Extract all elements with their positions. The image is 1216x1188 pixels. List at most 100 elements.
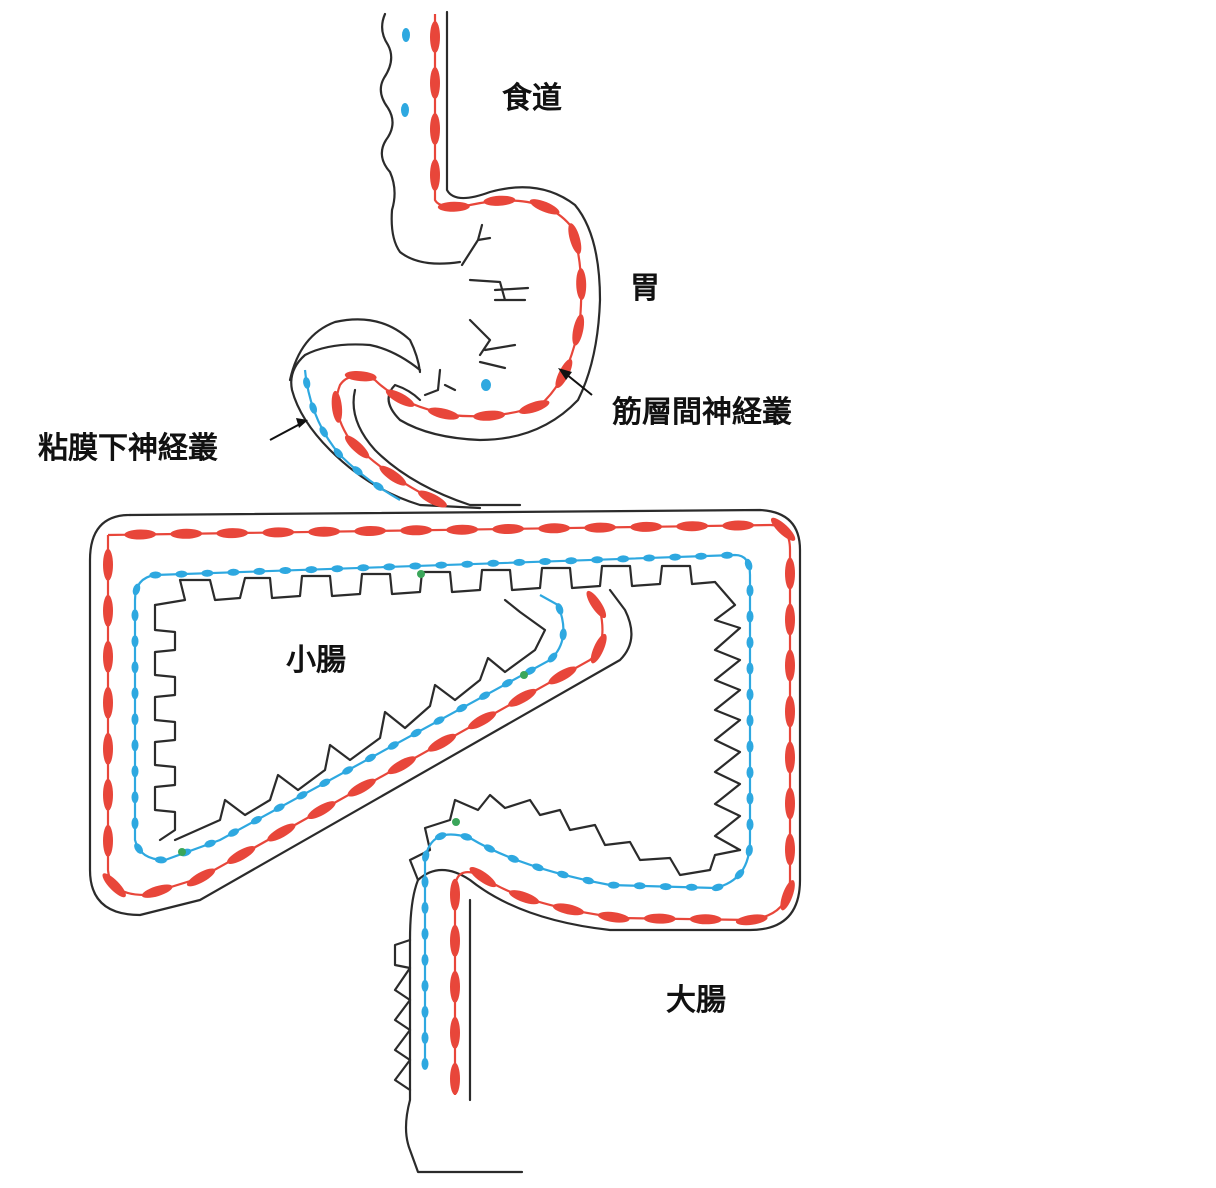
- label-large-intestine: 大腸: [666, 983, 726, 1018]
- myenteric-ganglion-46: [597, 911, 630, 923]
- stomach-cell: [481, 379, 491, 391]
- myenteric-ganglion-57: [103, 640, 113, 673]
- myenteric-ganglion-69: [387, 756, 416, 775]
- myenteric-ganglion-35: [785, 557, 795, 590]
- submucosal-ganglion-31: [746, 610, 754, 623]
- submucosal-ganglion-73: [134, 843, 144, 854]
- myenteric-ganglion-68: [347, 778, 376, 797]
- submucosal-ganglion-6: [149, 571, 162, 579]
- green-cell-4: [452, 818, 460, 826]
- myenteric-ganglion-18: [379, 465, 407, 486]
- myenteric-ganglion-73: [548, 666, 577, 685]
- submucosal-ganglion-34: [746, 688, 754, 701]
- myenteric-ganglion-36: [785, 603, 795, 636]
- myenteric-ganglion-44: [689, 914, 722, 925]
- myenteric-ganglion-58: [103, 686, 113, 719]
- submucosal-ganglion-12: [305, 566, 318, 574]
- myenteric-ganglion-6: [529, 199, 560, 215]
- myenteric-ganglion-62: [102, 873, 126, 898]
- pylorus-upper-wall: [288, 318, 422, 382]
- myenteric-ganglion-70: [427, 733, 457, 752]
- myenteric-ganglion-72: [508, 688, 537, 707]
- submucosal-ganglion-60: [421, 1005, 429, 1018]
- submucosal-ganglion-28: [721, 551, 733, 559]
- submucosal-ganglion-37: [746, 766, 754, 779]
- esophagus-inner-wall: [379, 12, 462, 265]
- submucosal-ganglion-5: [372, 481, 384, 491]
- submucosal-ganglion-48: [557, 870, 569, 879]
- submucosal-ganglion-72: [131, 817, 139, 830]
- label-stomach: 胃: [630, 271, 660, 306]
- stomach-folds: [423, 223, 530, 397]
- myenteric-ganglion-34: [770, 517, 796, 541]
- submucosal-ganglion-10: [253, 567, 266, 575]
- myenteric-ganglion-59: [103, 732, 113, 765]
- submucosal-ganglion-50: [507, 854, 520, 863]
- small-intestine-villi-right: [713, 580, 742, 852]
- myenteric-ganglion-66: [267, 823, 296, 842]
- submucosal-ganglion-43: [685, 883, 698, 891]
- myenteric-ganglion-28: [492, 523, 525, 535]
- submucosal-ganglion-77: [227, 828, 240, 837]
- myenteric-ganglion-56: [103, 594, 113, 627]
- submucosal-ganglion-78: [250, 815, 262, 825]
- myenteric-ganglion-74: [590, 633, 607, 664]
- submucosal-ganglion-92: [559, 628, 567, 641]
- label-small-intestine: 小腸: [286, 643, 346, 678]
- small-intestine-villi-top: [153, 564, 717, 607]
- submucosal-ganglion-68: [131, 713, 139, 726]
- submucosal-ganglion-80: [296, 791, 308, 800]
- submucosal-ganglion-18: [461, 560, 474, 568]
- submucosal-ganglion-81: [319, 778, 331, 788]
- submucosal-ganglion-52: [460, 833, 473, 841]
- myenteric-ganglion-3: [430, 159, 440, 191]
- submucosal-ganglion-58: [421, 953, 429, 966]
- green-cell-2: [520, 671, 528, 679]
- myenteric-ganglion-65: [227, 846, 256, 864]
- submucosal-ganglion-30: [746, 584, 754, 597]
- submucosal-ganglion-76: [204, 839, 216, 848]
- submucosal-ganglion-42: [711, 883, 724, 892]
- myenteric-ganglion-53: [450, 1016, 460, 1049]
- submucosal-ganglion-35: [746, 714, 754, 727]
- myenteric-ganglion-17: [344, 435, 370, 459]
- myenteric-plexus-line: [106, 14, 792, 1095]
- submucosal-ganglion-59: [421, 979, 429, 992]
- submucosal-ganglion-36: [746, 740, 754, 753]
- myenteric-ganglion-29: [538, 523, 571, 534]
- small-intestine-villi-diagonal: [173, 598, 547, 842]
- submucosal-ganglion-45: [633, 882, 646, 890]
- myenteric-arrow: [565, 373, 593, 396]
- submucosal-ganglion-57: [421, 927, 429, 940]
- myenteric-ganglion-61: [103, 824, 113, 857]
- submucosal-ganglion-87: [456, 703, 468, 713]
- myenteric-ganglion-0: [430, 21, 440, 53]
- myenteric-ganglion-71: [467, 711, 497, 730]
- submucosal-ganglion-3: [333, 448, 344, 459]
- submucosal-ganglion-44: [659, 883, 672, 891]
- myenteric-ganglion-14: [385, 389, 415, 407]
- myenteric-ganglion-12: [473, 410, 506, 421]
- submucosal-ganglion-15: [383, 563, 396, 571]
- duodenum-wall: [352, 388, 522, 507]
- myenteric-ganglion-33: [722, 520, 755, 531]
- myenteric-ganglion-43: [735, 914, 768, 926]
- submucosal-ganglion-0: [303, 376, 311, 389]
- submucosal-ganglion-56: [421, 901, 429, 914]
- label-esophagus: 食道: [502, 81, 562, 116]
- myenteric-ganglion-47: [552, 903, 585, 916]
- label-submucosal-plexus: 粘膜下神経叢: [38, 431, 218, 466]
- submucosal-ganglion-13: [331, 565, 344, 573]
- myenteric-ganglion-54: [450, 1062, 460, 1095]
- myenteric-ganglion-50: [450, 878, 460, 911]
- submucosal-ganglion-64: [131, 609, 139, 622]
- myenteric-ganglion-20: [124, 529, 157, 540]
- submucosal-ganglion-67: [131, 687, 139, 700]
- submucosal-ganglion-47: [582, 876, 595, 885]
- myenteric-ganglion-8: [576, 268, 587, 301]
- myenteric-ganglion-55: [103, 548, 113, 581]
- submucosal-ganglion-93: [555, 603, 564, 615]
- myenteric-ganglion-7: [568, 223, 582, 255]
- submucosal-ganglion-40: [745, 844, 753, 857]
- submucosal-ganglion-51: [483, 844, 496, 853]
